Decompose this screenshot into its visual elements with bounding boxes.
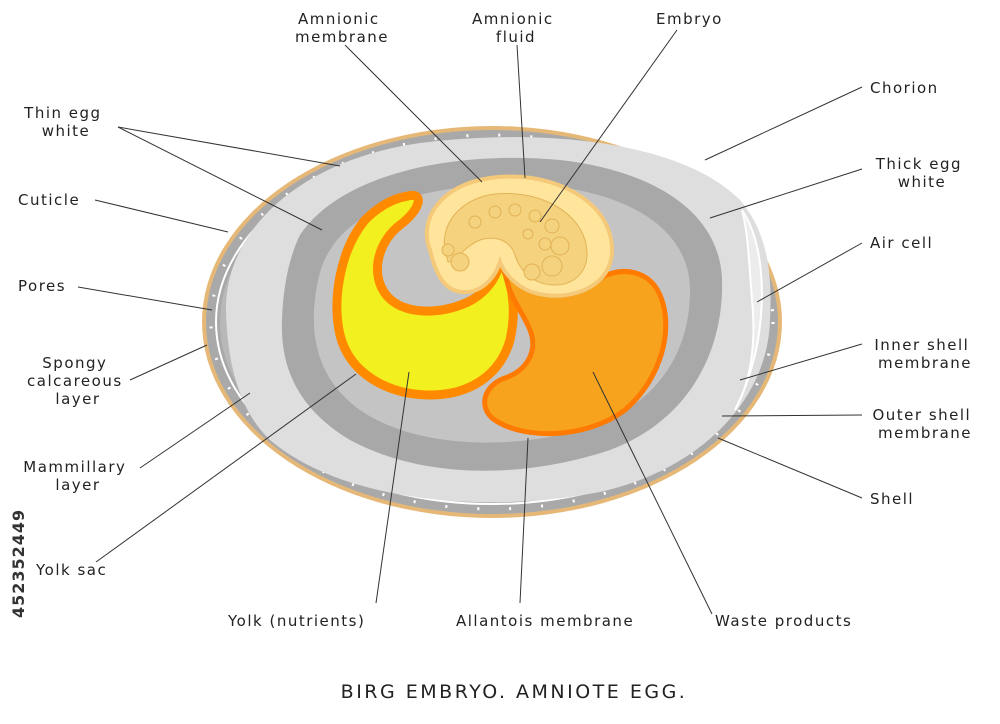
embryo-body [441, 192, 588, 286]
label-embryo: Embryo [656, 10, 723, 28]
egg [202, 126, 782, 518]
label-waste-products: Waste products [715, 612, 852, 630]
label-allantois-membrane: Allantois membrane [456, 612, 634, 630]
label-air-cell: Air cell [870, 234, 933, 252]
label-yolk-nutrients: Yolk (nutrients) [227, 612, 365, 630]
stock-id-watermark: 452352449 [9, 509, 28, 618]
label-shell: Shell [870, 490, 914, 508]
shell-pores [209, 133, 775, 511]
label-thin-egg-white: Thin egg white [23, 104, 108, 140]
diagram-title: BIRG EMBRYO. AMNIOTE EGG. [341, 681, 688, 703]
label-thick-egg-white: Thick egg white [875, 155, 969, 191]
label-spongy-calcareous-layer: Spongy calcareous layer [27, 354, 129, 408]
label-inner-shell-membrane: Inner shell membrane [874, 336, 975, 372]
label-amnionic-fluid: Amnionic fluid [472, 10, 560, 46]
svg-text:452352449: 452352449 [9, 509, 28, 618]
label-yolk-sac: Yolk sac [35, 561, 107, 579]
label-mammillary-layer: Mammillary layer [23, 458, 132, 494]
label-outer-shell-membrane: Outer shell membrane [872, 406, 977, 442]
label-pores: Pores [18, 277, 66, 295]
air-cell [734, 209, 763, 411]
yolk-sac [332, 191, 518, 400]
label-cuticle: Cuticle [18, 191, 80, 209]
label-amnionic-membrane: Amnionic membrane [295, 10, 389, 46]
labels: Amnionic membrane Amnionic fluid Embryo … [18, 10, 977, 630]
leader-lines [77, 29, 863, 615]
label-chorion: Chorion [870, 79, 939, 97]
